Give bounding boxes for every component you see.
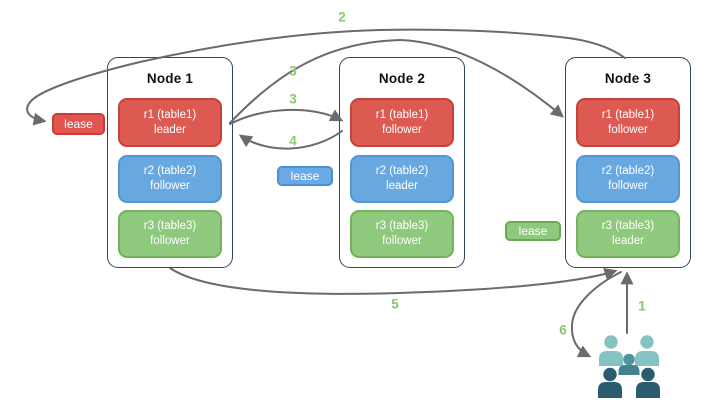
replica-label: r3 (table3): [143, 220, 197, 233]
replica-role: follower: [382, 235, 422, 247]
replica-label: r2 (table2): [143, 165, 197, 178]
replica-label: r2 (table2): [375, 165, 429, 178]
lease-badge-r3: lease: [505, 221, 561, 241]
replica-role: leader: [154, 123, 186, 136]
replica-role: follower: [608, 180, 648, 192]
node-2: Node 2 r1 (table1) follower r2 (table2) …: [339, 57, 465, 268]
replica-label: r1 (table1): [143, 108, 197, 121]
node1-replica-r1-leader: r1 (table1) leader: [118, 98, 222, 147]
step-label-4: 4: [289, 133, 297, 149]
step-label-5: 5: [391, 296, 399, 312]
users-icon: [598, 335, 660, 398]
arrow-step3-leader-to-node2: [229, 108, 344, 125]
users-middle-person: [618, 353, 640, 375]
node-1-title: Node 1: [146, 71, 194, 86]
replica-role: leader: [386, 180, 418, 192]
replica-role: leader: [612, 235, 644, 247]
node2-replica-r2-leader: r2 (table2) leader: [350, 155, 454, 203]
node-3: Node 3 r1 (table1) follower r2 (table2) …: [565, 57, 691, 268]
node3-replica-r2-follower: r2 (table2) follower: [576, 155, 680, 203]
replica-label: r2 (table2): [601, 165, 655, 178]
node2-replica-r3-follower: r3 (table3) follower: [350, 210, 454, 258]
replica-role: follower: [382, 123, 422, 136]
node-2-title: Node 2: [378, 71, 426, 86]
node3-replica-r1-follower: r1 (table1) follower: [576, 98, 680, 147]
step-label-3a: 3: [289, 63, 297, 79]
replica-label: r3 (table3): [375, 220, 429, 233]
node2-replica-r1-follower: r1 (table1) follower: [350, 98, 454, 147]
node-1: Node 1 r1 (table1) leader r2 (table2) fo…: [107, 57, 233, 268]
step-label-2: 2: [338, 9, 346, 25]
lease-badge-r2: lease: [277, 166, 333, 186]
replica-role: follower: [150, 180, 190, 192]
replica-label: r1 (table1): [375, 108, 429, 121]
node1-replica-r2-follower: r2 (table2) follower: [118, 155, 222, 203]
replica-label: r3 (table3): [601, 220, 655, 233]
lease-badge-r1: lease: [52, 113, 105, 135]
users-front-row: [598, 367, 660, 398]
replica-label: r1 (table1): [601, 108, 655, 121]
step-label-1: 1: [638, 298, 646, 314]
node-3-title: Node 3: [604, 71, 652, 86]
replica-role: follower: [608, 123, 648, 136]
step-label-3b: 3: [289, 91, 297, 107]
node3-replica-r3-leader: r3 (table3) leader: [576, 210, 680, 258]
step-label-6: 6: [559, 322, 567, 338]
arrow-step5-node1-to-node3: [169, 267, 618, 295]
replica-role: follower: [150, 235, 190, 247]
node1-replica-r3-follower: r3 (table3) follower: [118, 210, 222, 258]
